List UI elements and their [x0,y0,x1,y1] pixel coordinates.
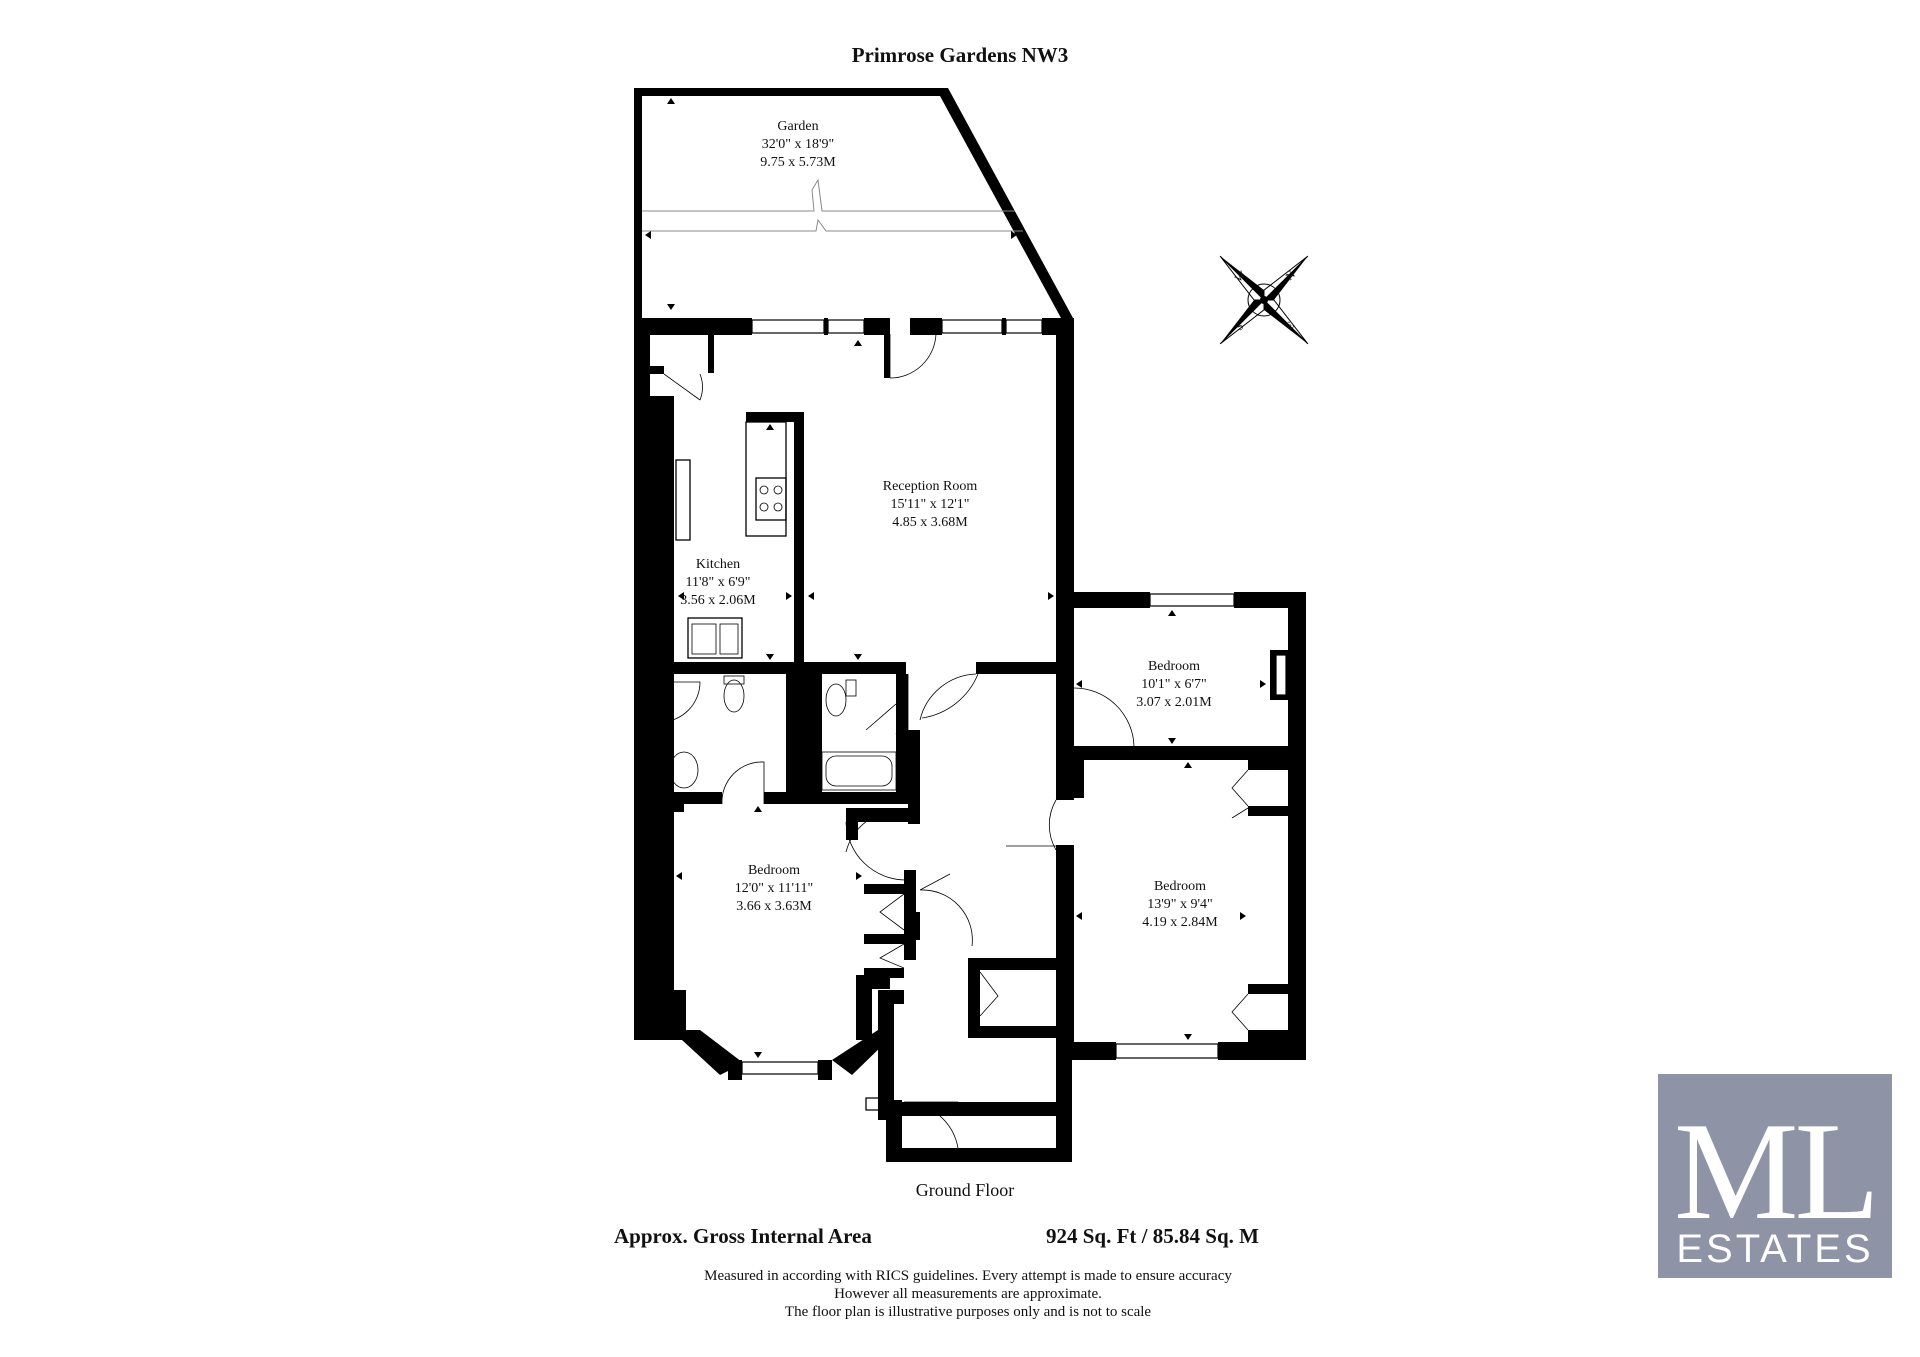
bedroom-right-label: Bedroom 13'9" x 9'4" 4.19 x 2.84M [1142,879,1218,930]
ml-estates-logo: ML ESTATES [1658,1074,1892,1278]
svg-text:Reception Room: Reception Room [883,479,978,494]
svg-text:11'8" x 6'9": 11'8" x 6'9" [686,575,751,590]
svg-text:4.85 x 3.68M: 4.85 x 3.68M [892,515,968,530]
interior-walls [650,318,1288,1149]
outer-walls [634,318,1306,1162]
logo-ml: ML [1674,1094,1876,1249]
bedroom-left-label: Bedroom 12'0" x 11'11" 3.66 x 3.63M [735,863,813,914]
kitchen-label: Kitchen 11'8" x 6'9" 3.56 x 2.06M [680,557,756,608]
disclaimer-line-2: However all measurements are approximate… [834,1286,1102,1302]
svg-text:4.19 x 2.84M: 4.19 x 2.84M [1142,915,1218,930]
svg-text:3.66 x 3.63M: 3.66 x 3.63M [736,899,812,914]
logo-background [1658,1074,1892,1278]
reception-room-label: Reception Room 15'11" x 12'1" 4.85 x 3.6… [883,479,978,530]
bedroom-small-label: Bedroom 10'1" x 6'7" 3.07 x 2.01M [1136,659,1212,710]
measurement-arrows [676,340,1266,1058]
svg-text:13'9" x 9'4": 13'9" x 9'4" [1147,897,1212,912]
svg-text:Bedroom: Bedroom [1148,659,1200,674]
svg-text:3.07 x 2.01M: 3.07 x 2.01M [1136,695,1212,710]
garden-area [634,88,1073,318]
svg-text:Bedroom: Bedroom [748,863,800,878]
svg-text:3.56 x 2.06M: 3.56 x 2.06M [680,593,756,608]
logo-estates: ESTATES [1676,1227,1873,1271]
area-label: Approx. Gross Internal Area [614,1224,872,1248]
area-value: 924 Sq. Ft / 85.84 Sq. M [1046,1224,1259,1248]
svg-text:Kitchen: Kitchen [696,557,740,572]
svg-text:12'0" x 11'11": 12'0" x 11'11" [735,881,813,896]
plan-title: Primrose Gardens NW3 [852,43,1069,67]
svg-text:Garden: Garden [777,119,818,134]
disclaimer-line-3: The floor plan is illustrative purposes … [785,1304,1152,1320]
svg-text:10'1" x 6'7": 10'1" x 6'7" [1141,677,1206,692]
disclaimer-line-1: Measured in according with RICS guidelin… [704,1268,1232,1284]
svg-text:15'11" x 12'1": 15'11" x 12'1" [891,497,970,512]
garden-label: Garden 32'0" x 18'9" 9.75 x 5.73M [760,119,836,170]
svg-text:Bedroom: Bedroom [1154,879,1206,894]
floor-label: Ground Floor [916,1180,1015,1200]
svg-text:9.75 x 5.73M: 9.75 x 5.73M [760,155,836,170]
compass-icon: N E S W [1219,255,1309,345]
svg-text:32'0" x 18'9": 32'0" x 18'9" [762,137,834,152]
